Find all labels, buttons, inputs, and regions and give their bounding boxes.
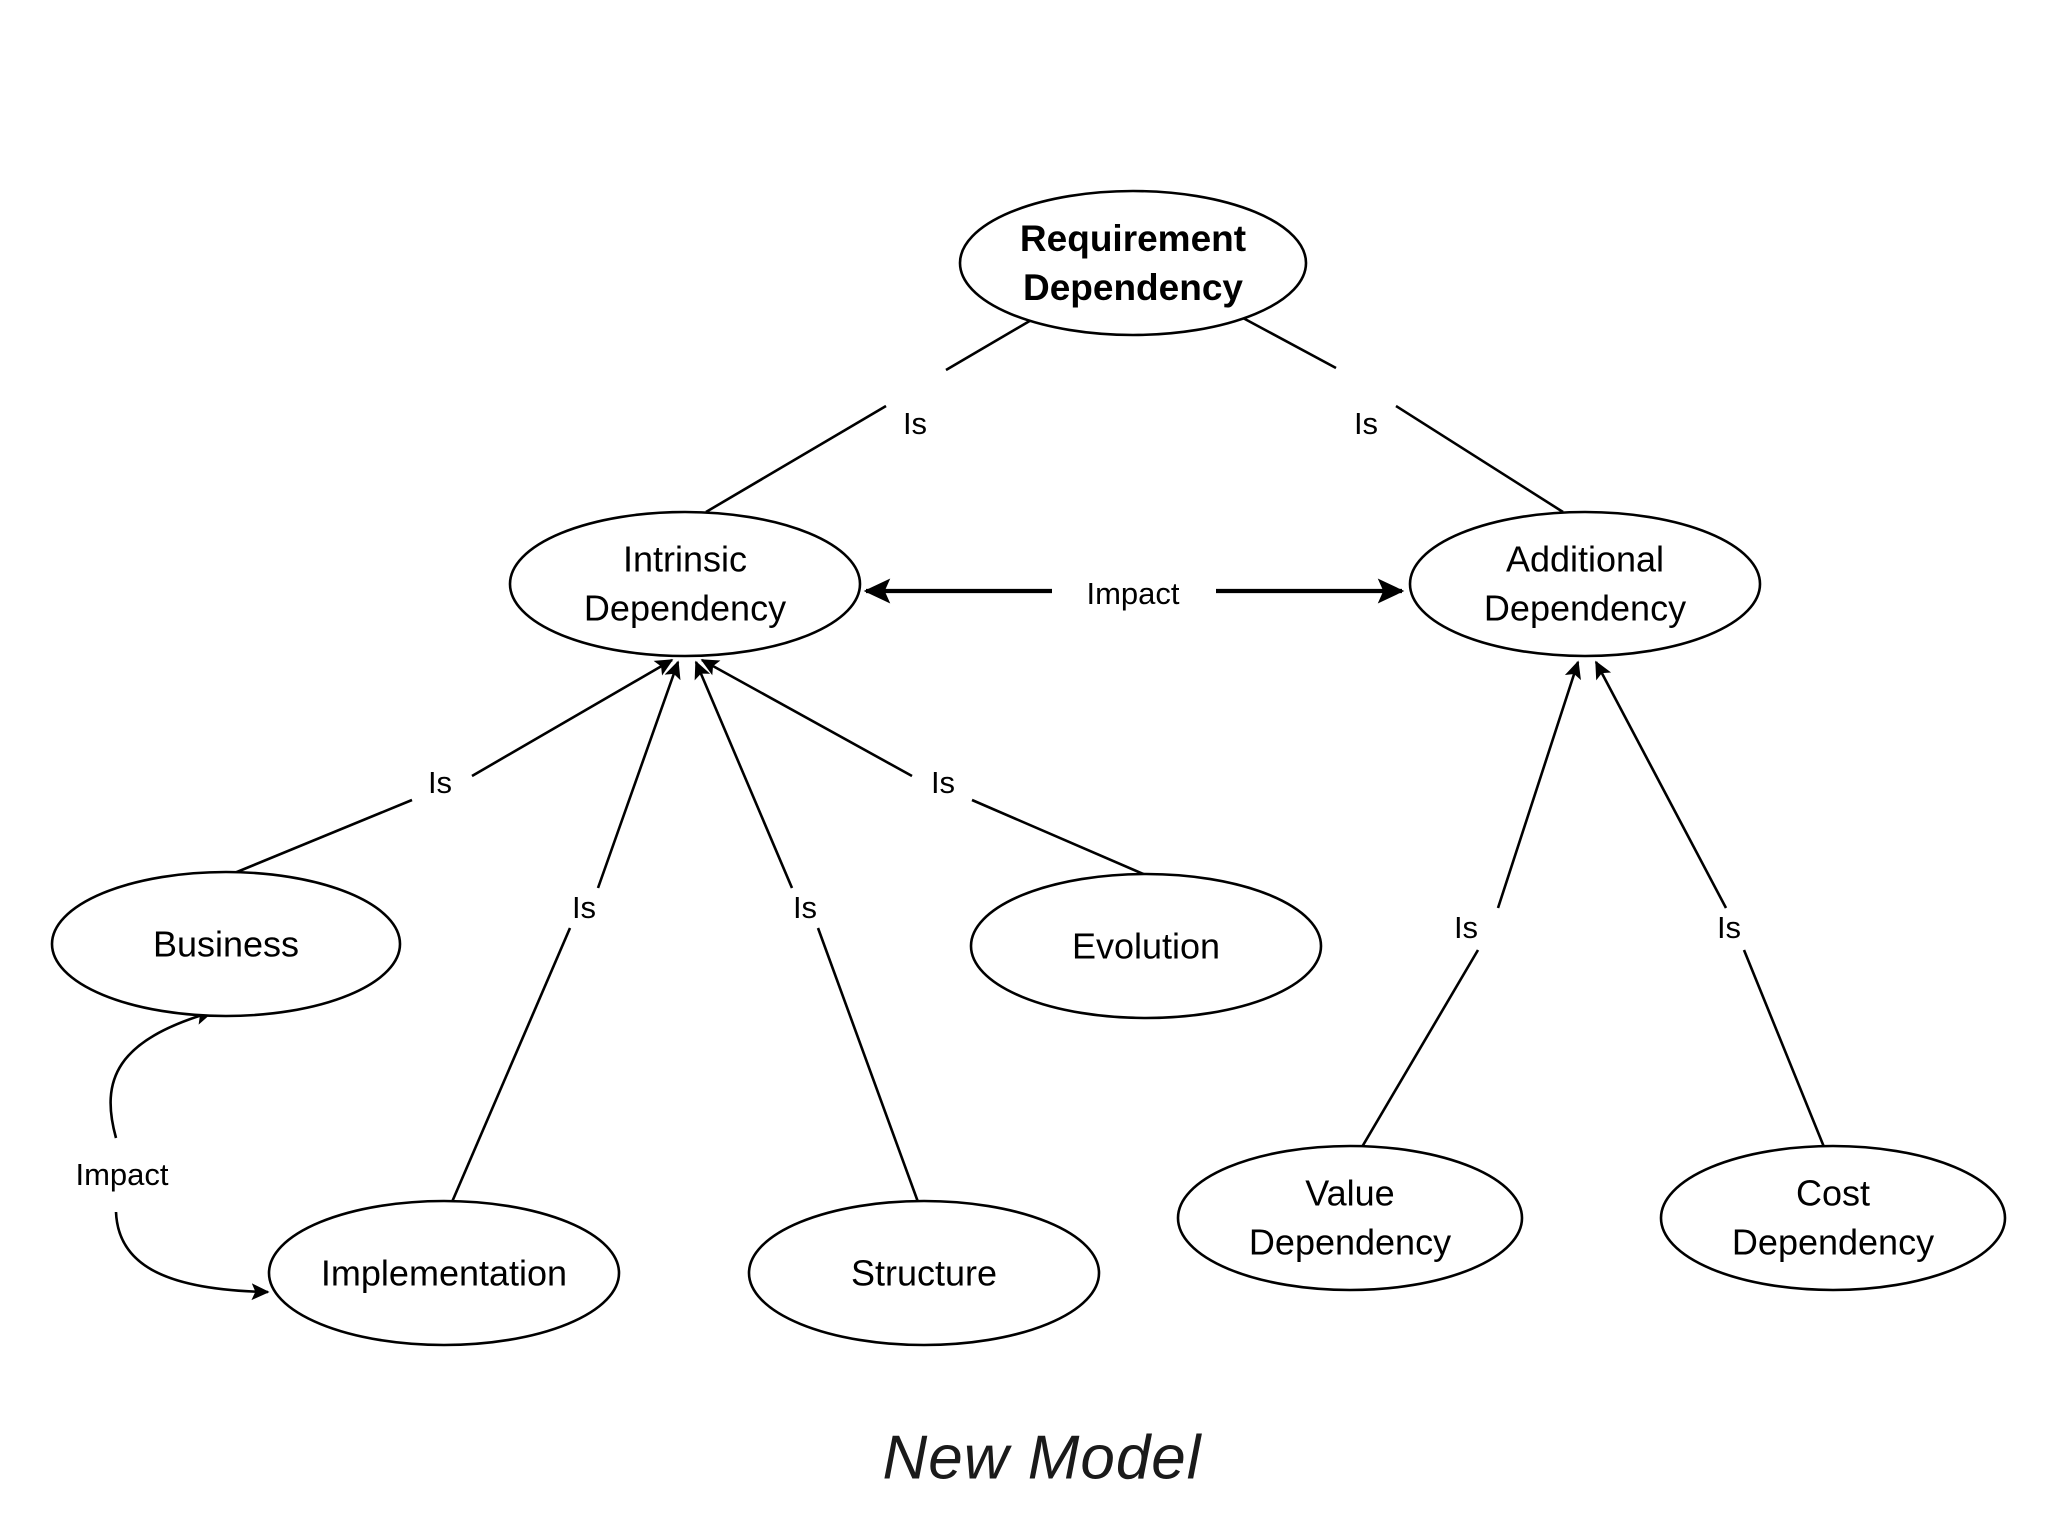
node-label-implementation: Implementation bbox=[321, 1253, 567, 1294]
node-label-intrinsic-dependency-line1: Intrinsic bbox=[623, 539, 747, 580]
node-shape-business[interactable] bbox=[50, 870, 402, 1018]
node-label-additional-dependency-line1: Additional bbox=[1506, 539, 1664, 580]
node-evolution[interactable]: Evolution bbox=[969, 872, 1323, 1020]
node-shape-requirement-dependency[interactable] bbox=[958, 189, 1308, 337]
node-business[interactable]: Business bbox=[50, 870, 402, 1018]
edge-label-intrinsic-is-requirement: Is bbox=[903, 406, 927, 441]
node-label-cost-dependency-line2: Dependency bbox=[1732, 1222, 1934, 1263]
edge-cost-is-additional bbox=[1594, 660, 1826, 1148]
node-value-dependency[interactable]: Value Dependency bbox=[1176, 1144, 1524, 1292]
node-shape-value-dependency[interactable] bbox=[1176, 1144, 1524, 1292]
node-cost-dependency[interactable]: Cost Dependency bbox=[1659, 1144, 2007, 1292]
edge-business-impact-implementation bbox=[109, 1008, 270, 1301]
edge-business-is-intrinsic bbox=[231, 658, 674, 876]
node-implementation[interactable]: Implementation bbox=[267, 1199, 621, 1347]
node-requirement-dependency[interactable]: Requirement Dependency bbox=[958, 189, 1308, 337]
node-label-structure: Structure bbox=[851, 1253, 997, 1294]
edge-implementation-is-intrinsic bbox=[450, 660, 681, 1203]
node-intrinsic-dependency[interactable]: Intrinsic Dependency bbox=[508, 510, 862, 658]
edge-label-implementation-is-intrinsic: Is bbox=[572, 890, 596, 925]
node-label-value-dependency-line2: Dependency bbox=[1249, 1222, 1451, 1263]
node-label-requirement-dependency-line2: Dependency bbox=[1023, 267, 1243, 308]
node-label-business: Business bbox=[153, 924, 299, 965]
edge-value-is-additional bbox=[1360, 660, 1581, 1148]
edge-label-structure-is-intrinsic: Is bbox=[793, 890, 817, 925]
node-shape-additional-dependency[interactable] bbox=[1408, 510, 1762, 658]
node-shape-evolution[interactable] bbox=[969, 872, 1323, 1020]
edge-structure-is-intrinsic bbox=[694, 660, 920, 1203]
node-layer: Requirement Dependency Intrinsic Depende… bbox=[50, 189, 2007, 1347]
edge-label-intrinsic-impact-additional: Impact bbox=[1086, 576, 1179, 611]
node-shape-implementation[interactable] bbox=[267, 1199, 621, 1347]
node-label-intrinsic-dependency-line2: Dependency bbox=[584, 588, 786, 629]
node-additional-dependency[interactable]: Additional Dependency bbox=[1408, 510, 1762, 658]
edge-label-value-is-additional: Is bbox=[1454, 910, 1478, 945]
edge-label-business-impact-implementation: Impact bbox=[75, 1157, 168, 1192]
edge-evolution-is-intrinsic bbox=[700, 658, 1149, 878]
node-label-evolution: Evolution bbox=[1072, 926, 1220, 967]
edge-label-cost-is-additional: Is bbox=[1717, 910, 1741, 945]
diagram-caption: New Model bbox=[882, 1423, 1202, 1492]
node-shape-intrinsic-dependency[interactable] bbox=[508, 510, 862, 658]
node-label-value-dependency-line1: Value bbox=[1305, 1173, 1394, 1214]
edge-label-evolution-is-intrinsic: Is bbox=[931, 765, 955, 800]
edge-label-layer: Is Is Impact Is Is Is Is Is Is Impact bbox=[75, 406, 1741, 1192]
node-label-cost-dependency-line1: Cost bbox=[1796, 1173, 1870, 1214]
edge-label-business-is-intrinsic: Is bbox=[428, 765, 452, 800]
edge-layer bbox=[109, 266, 1826, 1301]
node-shape-cost-dependency[interactable] bbox=[1659, 1144, 2007, 1292]
node-label-additional-dependency-line2: Dependency bbox=[1484, 588, 1686, 629]
node-label-requirement-dependency-line1: Requirement bbox=[1020, 218, 1246, 259]
node-shape-structure[interactable] bbox=[747, 1199, 1101, 1347]
edge-label-additional-is-requirement: Is bbox=[1354, 406, 1378, 441]
node-structure[interactable]: Structure bbox=[747, 1199, 1101, 1347]
